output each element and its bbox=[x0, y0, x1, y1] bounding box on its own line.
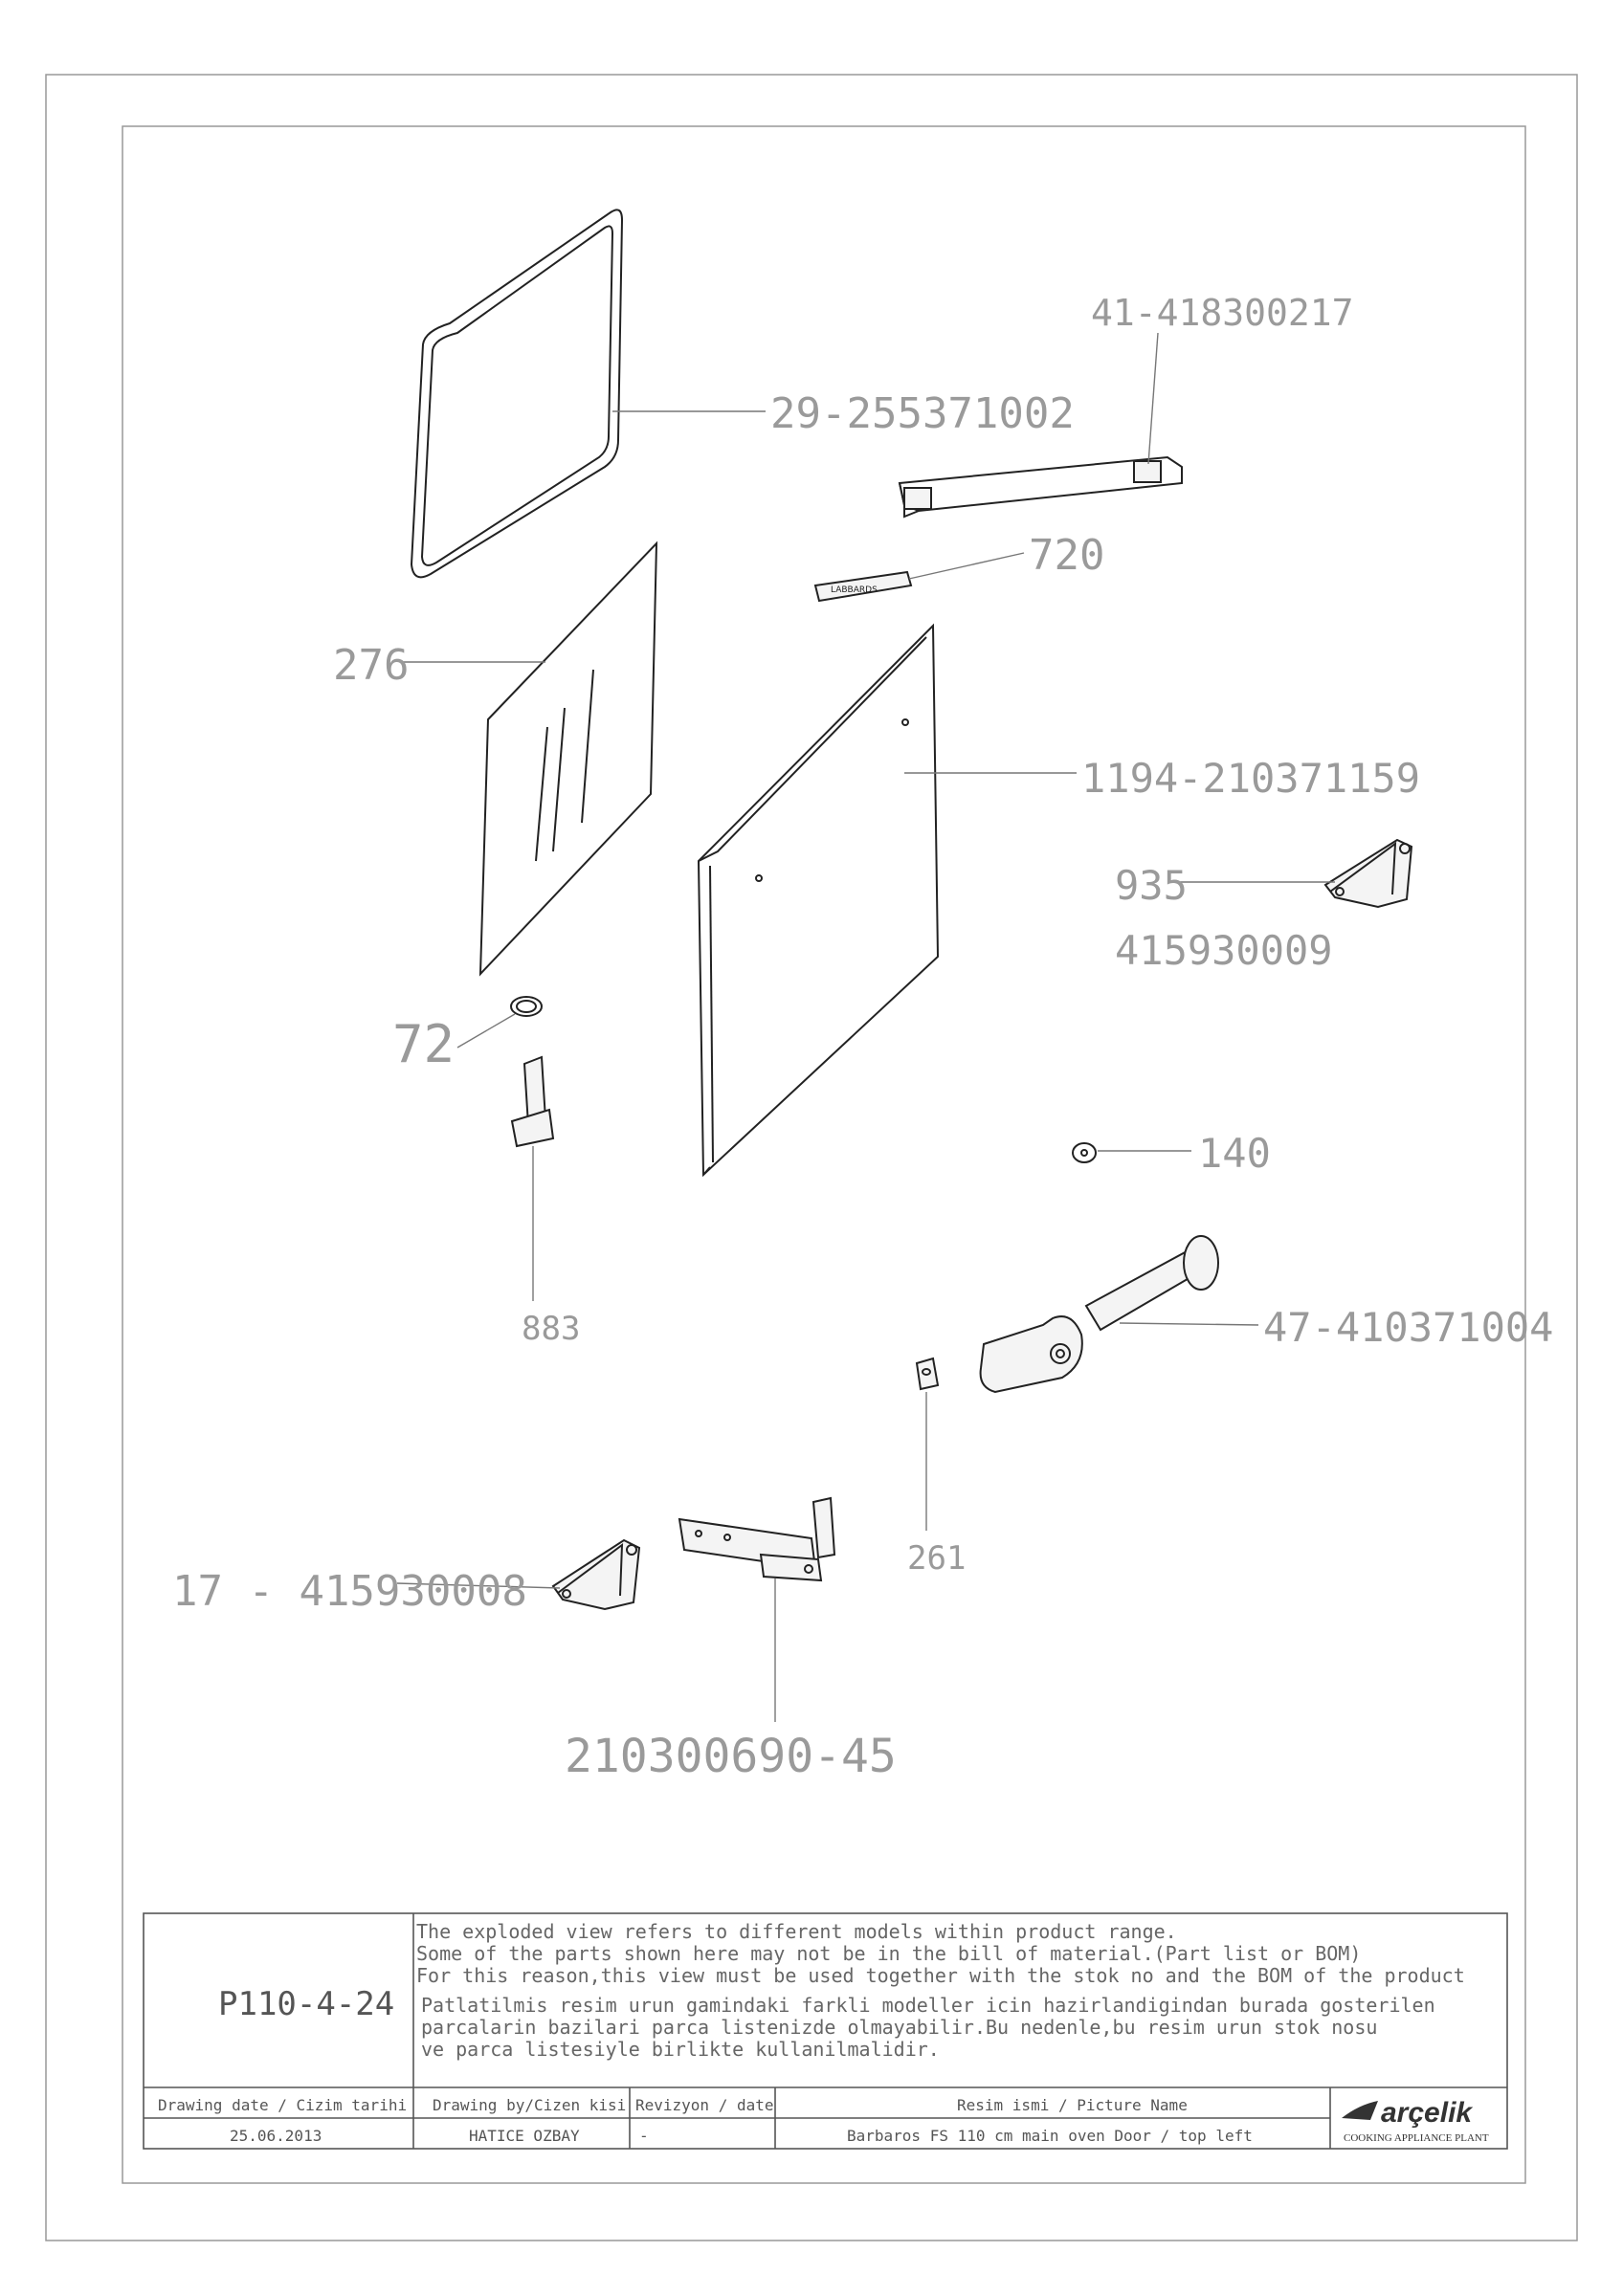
door-handle-part bbox=[979, 1235, 1259, 1394]
ring-part bbox=[456, 996, 543, 1049]
outer-border bbox=[45, 74, 1578, 2241]
label-415930009: 415930009 bbox=[1115, 927, 1333, 974]
label-140: 140 bbox=[1198, 1130, 1271, 1177]
label-261: 261 bbox=[907, 1539, 966, 1578]
inner-door-panel-part bbox=[697, 623, 1077, 1178]
drawing-code: P110-4-24 bbox=[218, 1985, 394, 2023]
header-revision: Revizyon / date bbox=[635, 2096, 774, 2114]
plant-name: COOKING APPLIANCE PLANT bbox=[1344, 2132, 1489, 2144]
label-276: 276 bbox=[333, 641, 409, 690]
label-1194-210371159: 1194-210371159 bbox=[1081, 755, 1420, 802]
note-tr-line-2: parcalarin bazilari parca listenizde olm… bbox=[421, 2016, 1377, 2039]
label-17-415930008: 17 - 415930008 bbox=[172, 1567, 527, 1616]
profile-bar-part bbox=[898, 332, 1183, 519]
header-drawing-date: Drawing date / Cizim tarihi bbox=[158, 2096, 407, 2114]
note-en-line-2: Some of the parts shown here may not be … bbox=[416, 1942, 1361, 1965]
header-picture-name: Resim ismi / Picture Name bbox=[957, 2096, 1188, 2114]
label-883: 883 bbox=[522, 1310, 580, 1348]
note-en-line-3: For this reason,this view must be used t… bbox=[416, 1964, 1465, 1987]
note-tr-line-3: ve parca listesiyle birlikte kullanilmal… bbox=[421, 2038, 940, 2061]
door-gasket-part bbox=[410, 209, 766, 579]
small-plate-part bbox=[915, 1357, 940, 1531]
washer-part bbox=[1072, 1142, 1191, 1163]
label-72: 72 bbox=[392, 1014, 455, 1074]
label-47-410371004: 47-410371004 bbox=[1263, 1304, 1553, 1351]
brand-swoosh-icon bbox=[1342, 2101, 1378, 2120]
header-drawing-by: Drawing by/Cizen kisi bbox=[433, 2096, 626, 2114]
hinge-bracket-right-part bbox=[1167, 838, 1413, 909]
brand-name: arçelik bbox=[1381, 2097, 1473, 2129]
label-41-418300217: 41-418300217 bbox=[1091, 292, 1354, 334]
value-picture-name: Barbaros FS 110 cm main oven Door / top … bbox=[847, 2127, 1253, 2145]
hinge-bracket-left-part bbox=[396, 1538, 641, 1611]
hinge-part bbox=[678, 1496, 836, 1722]
glass-panel-part bbox=[400, 541, 658, 977]
badge-text: LABBARDS bbox=[831, 585, 878, 595]
label-210300690-45: 210300690-45 bbox=[565, 1730, 897, 1783]
value-drawing-date: 25.06.2013 bbox=[230, 2127, 322, 2145]
note-tr-line-1: Patlatilmis resim urun gamindaki farkli … bbox=[421, 1994, 1435, 2017]
label-935: 935 bbox=[1115, 862, 1188, 909]
brand-logo: arçelik COOKING APPLIANCE PLANT bbox=[1342, 2097, 1489, 2144]
inner-border bbox=[122, 125, 1526, 2184]
brand-badge-part: LABBARDS bbox=[813, 552, 1025, 603]
label-29-255371002: 29-255371002 bbox=[770, 389, 1075, 438]
note-en-line-1: The exploded view refers to different mo… bbox=[416, 1920, 1177, 1943]
value-drawing-by: HATICE OZBAY bbox=[469, 2127, 580, 2145]
clip-part bbox=[510, 1055, 555, 1301]
label-720: 720 bbox=[1029, 531, 1104, 580]
title-block bbox=[143, 1912, 1508, 2150]
value-revision: - bbox=[639, 2127, 649, 2145]
